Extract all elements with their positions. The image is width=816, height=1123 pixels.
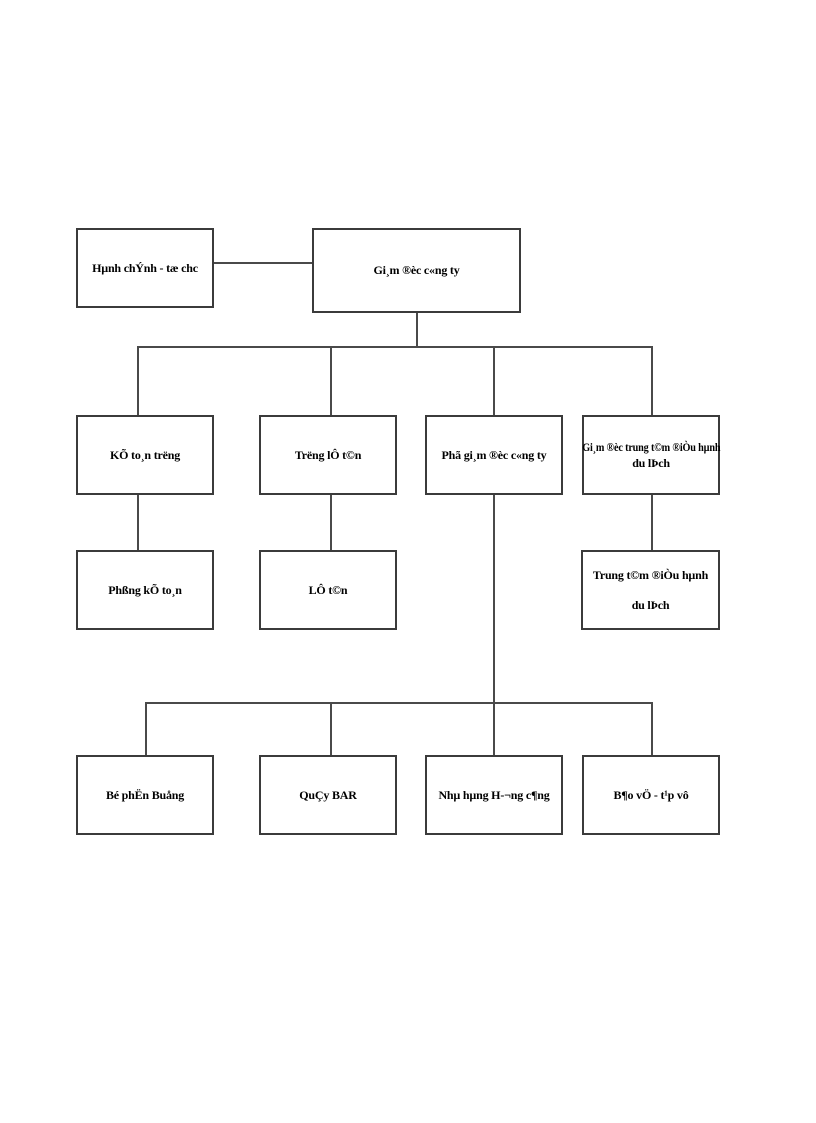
org-box-label: Phã gi¸m ®èc c«ng ty (441, 447, 547, 462)
org-box-giam-doc-cong-ty: Gi¸m ®èc c«ng ty (312, 228, 521, 313)
org-box-bo-phan-buong: Bé phËn Buång (76, 755, 214, 835)
org-box-le-tan: LÔ t©n (259, 550, 397, 630)
org-box-label: Bé phËn Buång (105, 787, 185, 802)
org-box-quay-bar: QuÇy BAR (259, 755, 397, 835)
org-box-label: B¶o vÖ - t¹p vô (613, 787, 689, 802)
org-box-label: Gi¸m ®èc c«ng ty (373, 263, 460, 278)
connector-drop-bo-phan-buong (145, 702, 147, 755)
connector-drop-pho-giam-doc (493, 346, 495, 415)
org-box-label: QuÇy BAR (299, 787, 357, 802)
org-box-truong-le-tan: Trëng lÔ t©n (259, 415, 397, 495)
org-box-giam-doc-trung-tam-dieu-hanh-du-lich: Gi¸m ®èc trung t©m ®iÒu hµnh du lÞch (582, 415, 720, 495)
org-box-phong-ke-toan: Phßng kÕ to¸n (76, 550, 214, 630)
org-box-label: Hµnh chÝnh - tæ chc (92, 260, 198, 275)
org-box-pho-giam-doc-cong-ty: Phã gi¸m ®èc c«ng ty (425, 415, 563, 495)
connector-giamdoc-stem (416, 313, 418, 347)
connector-phogiamdoc-stem (493, 495, 495, 755)
org-box-label: KÕ to¸n trëng (109, 447, 181, 462)
connector-row2-bus (137, 346, 652, 348)
connector-drop-quay-bar (330, 702, 332, 755)
connector-drop-bao-ve (651, 702, 653, 755)
connector-drop-gd-trung-tam (651, 346, 653, 415)
connector-hanhchinh-giamdoc (214, 262, 312, 264)
org-box-label: Trëng lÔ t©n (294, 447, 362, 462)
org-box-label: Phßng kÕ to¸n (108, 582, 182, 597)
org-box-label: LÔ t©n (308, 582, 348, 597)
org-box-trung-tam-dieu-hanh-du-lich: Trung t©m ®iÒu hµnh du lÞch (581, 550, 720, 630)
org-box-hanh-chinh-to-chuc: Hµnh chÝnh - tæ chc (76, 228, 214, 308)
org-box-ke-toan-truong: KÕ to¸n trëng (76, 415, 214, 495)
connector-gdtrungtam-trungtam (651, 495, 653, 550)
connector-drop-truong-le-tan (330, 346, 332, 415)
connector-truongletan-letan (330, 495, 332, 550)
org-box-bao-ve-tap-vu: B¶o vÖ - t¹p vô (582, 755, 720, 835)
connector-drop-ke-toan-truong (137, 346, 139, 415)
org-box-nha-hang-huong-cang: Nhµ hµng H-¬ng c¶ng (425, 755, 563, 835)
connector-ketoantruong-phongketoan (137, 495, 139, 550)
org-box-label-line1: Gi¸m ®èc trung t©m ®iÒu hµnh (581, 439, 721, 454)
connector-row4-bus (145, 702, 652, 704)
org-box-label-line2: du lÞch (632, 456, 670, 470)
org-box-label-line2: du lÞch (631, 597, 670, 612)
org-box-label: Nhµ hµng H-¬ng c¶ng (438, 787, 550, 802)
org-box-label-line1: Trung t©m ®iÒu hµnh (592, 568, 709, 583)
